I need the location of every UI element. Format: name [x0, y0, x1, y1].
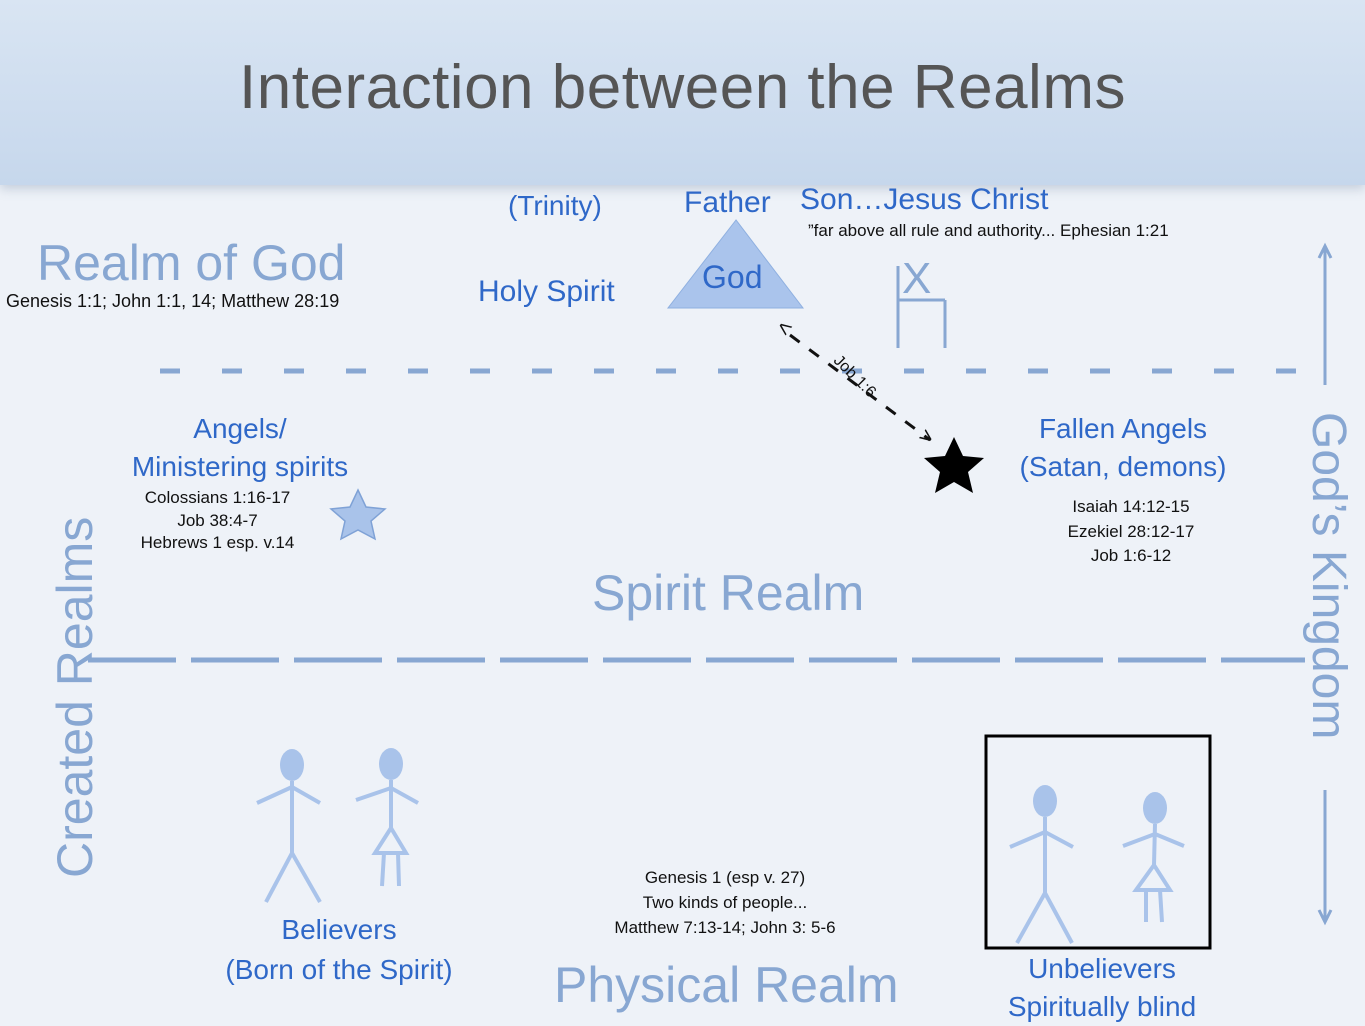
page-title: Interaction between the Realms: [239, 53, 1126, 122]
people-ref: Genesis 1 (esp v. 27): [644, 868, 806, 887]
unbeliever-woman-figure: [1122, 792, 1185, 923]
angels-ref: Hebrews 1 esp. v.14: [140, 533, 295, 552]
fallen-ref: Ezekiel 28:12-17: [1067, 521, 1195, 541]
god-triangle: [666, 219, 805, 309]
people-refs: Genesis 1 (esp v. 27) Two kinds of peopl…: [570, 865, 880, 940]
believer-man-figure: [256, 749, 322, 903]
believers-line2: (Born of the Spirit): [225, 954, 453, 985]
job-arrow-line: [789, 333, 931, 442]
son-quote: ”far above all rule and authority... Eph…: [808, 221, 1169, 240]
son-label: Son…Jesus Christ: [800, 183, 1049, 216]
x-mark: X: [902, 254, 932, 303]
fallen-star: [924, 437, 984, 493]
angels-ref: Colossians 1:16-17: [144, 488, 291, 507]
believers-label: Believers (Born of the Spirit): [200, 910, 478, 990]
unbelievers-line1: Unbelievers: [1028, 953, 1176, 984]
fallen-angels-line2: (Satan, demons): [1019, 451, 1227, 482]
trinity-label: (Trinity): [508, 190, 602, 221]
physical-realm-label: Physical Realm: [554, 957, 899, 1013]
realm-of-god-label: Realm of God: [37, 235, 346, 291]
fallen-angels-label: Fallen Angels (Satan, demons): [993, 410, 1253, 486]
kingdom-arrow: [1317, 242, 1333, 926]
realm-of-god-refs: Genesis 1:1; John 1:1, 14; Matthew 28:19: [6, 291, 340, 311]
angels-line1: Angels/: [193, 413, 287, 444]
holy-spirit-label: Holy Spirit: [478, 275, 615, 308]
title-banner: [0, 0, 1365, 185]
fallen-ref: Isaiah 14:12-15: [1072, 497, 1190, 516]
fallen-angels-line1: Fallen Angels: [1038, 413, 1208, 444]
angels-refs: Colossians 1:16-17 Job 38:4-7 Hebrews 1 …: [100, 487, 335, 555]
god-label: God: [702, 259, 763, 295]
angels-line2: Ministering spirits: [131, 451, 349, 482]
unbeliever-box: [984, 734, 1212, 950]
gods-kingdom-label: God’s Kingdom: [1302, 412, 1355, 740]
people-ref: Matthew 7:13-14; John 3: 5-6: [614, 918, 836, 937]
angels-ref: Job 38:4-7: [177, 510, 258, 530]
cross-symbol: [896, 266, 947, 348]
believers-line1: Believers: [281, 914, 397, 945]
unbelievers-label: Unbelievers Spiritually blind: [980, 950, 1224, 1026]
unbelievers-line2: Spiritually blind: [1007, 991, 1197, 1022]
father-label: Father: [684, 186, 771, 219]
spirit-realm-label: Spirit Realm: [592, 565, 865, 621]
angels-label: Angels/ Ministering spirits: [110, 410, 370, 486]
created-realms-label: Created Realms: [47, 516, 103, 878]
people-ref: Two kinds of people...: [642, 893, 808, 912]
fallen-angels-refs: Isaiah 14:12-15 Ezekiel 28:12-17 Job 1:6…: [1026, 495, 1236, 569]
fallen-ref: Job 1:6-12: [1090, 546, 1172, 565]
angel-star: [329, 488, 387, 541]
believer-woman-figure: [355, 748, 419, 887]
unbeliever-man-figure: [1009, 785, 1074, 944]
